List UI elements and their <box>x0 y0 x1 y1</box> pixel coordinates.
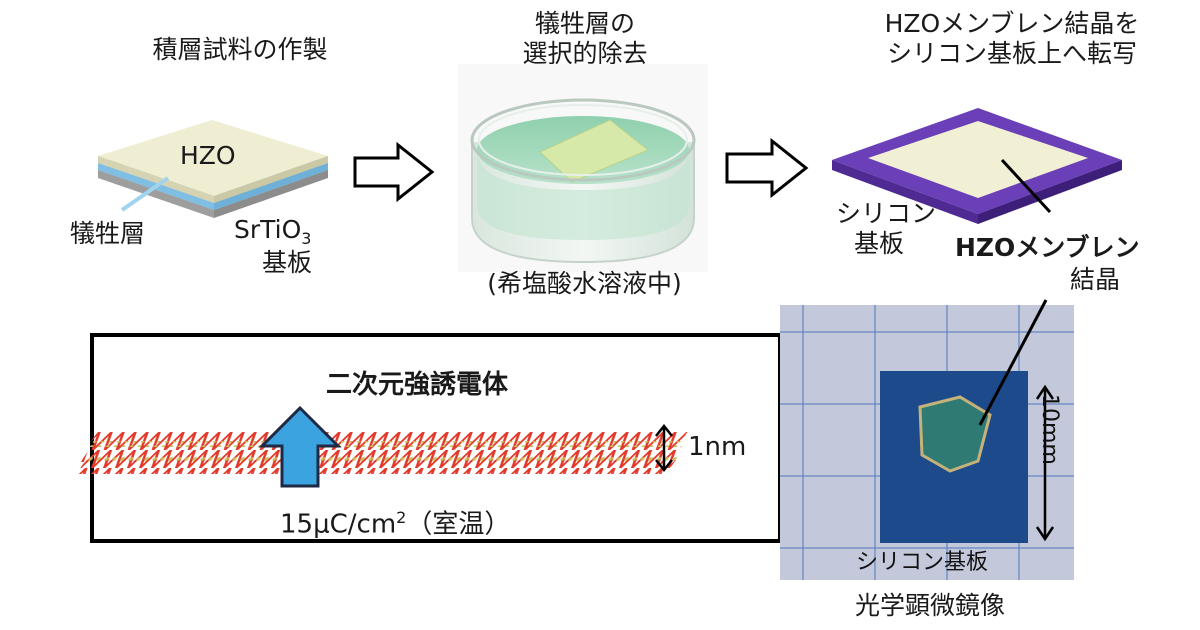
ferroelectric-title: 二次元強誘電体 <box>326 370 509 400</box>
silicon-label-line2: 基板 <box>854 229 905 258</box>
photo-caption: 光学顕微鏡像 <box>854 591 1005 620</box>
hzo-label: HZO <box>180 141 236 170</box>
sacrificial-layer-label: 犠牲層 <box>70 219 146 248</box>
size-label: 10mm <box>1037 394 1062 465</box>
step3-title-line1: HZOメンブレン結晶を <box>884 9 1140 38</box>
substrate-label: SrTiO3 <box>234 215 312 248</box>
photo-substrate-label: シリコン基板 <box>856 550 989 575</box>
polarization-label: 15μC/cm2（室温） <box>280 508 511 540</box>
step3-title-line2: シリコン基板上へ転写 <box>886 39 1137 68</box>
membrane-label-line2: 結晶 <box>1070 265 1121 294</box>
step2-title-line2: 選択的除去 <box>522 39 648 68</box>
step2-title-line1: 犠牲層の <box>534 9 635 38</box>
substrate-label-line2: 基板 <box>262 248 313 277</box>
optical-micrograph <box>780 305 1074 580</box>
membrane-label-line1: HZOメンブレン <box>955 233 1140 262</box>
silicon-label-line1: シリコン <box>836 199 937 228</box>
step1-title: 積層試料の作製 <box>152 35 328 64</box>
thickness-label: 1nm <box>688 432 747 462</box>
solution-label: (希塩酸水溶液中) <box>487 269 682 298</box>
